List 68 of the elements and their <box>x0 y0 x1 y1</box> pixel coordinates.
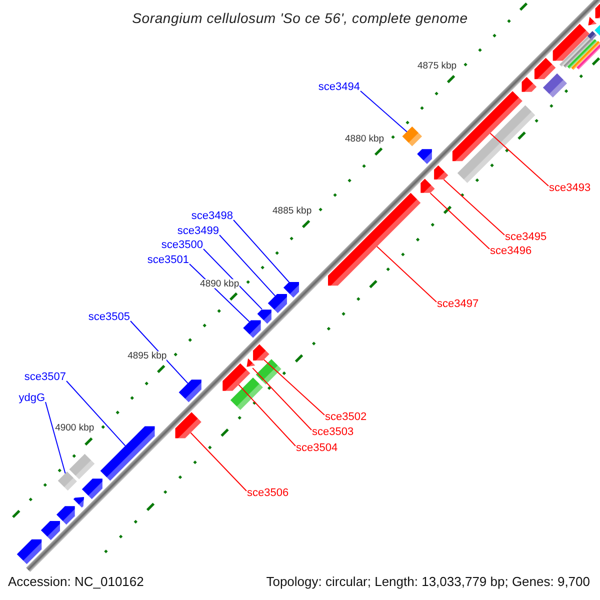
gene-block <box>16 539 42 564</box>
scale-label: 4895 kbp <box>128 351 167 361</box>
gene-block <box>522 76 537 92</box>
leader-line <box>219 234 276 296</box>
feature-box <box>402 126 422 146</box>
gene-block <box>534 58 556 80</box>
gene-label: sce3500 <box>161 240 203 251</box>
gene-block <box>417 149 432 164</box>
leader-line <box>376 246 437 302</box>
feature-box <box>230 378 263 410</box>
gene-block <box>178 380 202 402</box>
gene-label: sce3493 <box>549 183 591 194</box>
leader-line <box>360 90 408 132</box>
leader-line <box>130 320 188 384</box>
gene-label: sce3503 <box>312 427 354 438</box>
gene-block <box>257 310 272 324</box>
leader-line <box>263 359 325 416</box>
gene-label: sce3504 <box>296 443 338 454</box>
gene-label: sce3507 <box>24 372 66 383</box>
gene-block <box>246 358 256 367</box>
leader-line <box>190 432 247 492</box>
gene-block <box>100 426 155 481</box>
leader-line <box>252 368 312 430</box>
gene-block <box>40 521 60 540</box>
gene-block <box>253 344 270 361</box>
gene-label: sce3498 <box>191 211 233 222</box>
gene-block <box>420 178 435 193</box>
leader-line <box>203 248 262 310</box>
leader-line <box>238 384 296 446</box>
gene-label: ydgG <box>18 393 45 404</box>
gene-label: sce3506 <box>247 488 289 499</box>
gene-block <box>82 478 102 500</box>
footer-text: Accession: NC_010162 <box>8 575 144 588</box>
feature-box <box>69 454 95 480</box>
diagram-title: Sorangium cellulosum 'So ce 56', complete genome <box>132 11 468 25</box>
feature-box <box>457 105 536 184</box>
leader-line <box>233 220 290 283</box>
gene-block <box>452 91 522 162</box>
leader-line <box>66 380 126 446</box>
footer-text: Topology: circular; Length: 13,033,779 bp; Genes: 9,700 <box>266 575 590 588</box>
gene-label: sce3494 <box>318 82 360 93</box>
gene-label: sce3501 <box>147 255 189 266</box>
gene-block <box>283 282 299 298</box>
gene-block <box>268 294 287 314</box>
gene-label: sce3499 <box>177 226 219 237</box>
gene-label: sce3502 <box>325 412 367 423</box>
leader-line <box>443 179 505 236</box>
leader-line <box>490 132 549 186</box>
feature-box <box>58 472 77 491</box>
feature-box <box>542 73 567 98</box>
gene-block <box>243 320 261 338</box>
gene-block <box>328 192 421 286</box>
scale-label: 4880 kbp <box>345 134 384 144</box>
scale-label: 4890 kbp <box>200 278 240 288</box>
gene-label: sce3496 <box>490 246 532 257</box>
leader-line <box>430 192 490 250</box>
gene-label: sce3505 <box>88 312 130 323</box>
scale-label: 4875 kbp <box>417 61 457 71</box>
gene-block <box>588 16 597 26</box>
gene-block <box>434 165 448 180</box>
gene-block <box>175 412 202 438</box>
gene-label: sce3497 <box>437 299 479 310</box>
scale-label: 4885 kbp <box>272 206 312 216</box>
gene-block <box>73 497 84 508</box>
gene-block <box>222 363 250 391</box>
scale-label: 4900 kbp <box>55 424 94 434</box>
gene-label: sce3495 <box>505 232 547 243</box>
gene-block <box>56 506 75 525</box>
